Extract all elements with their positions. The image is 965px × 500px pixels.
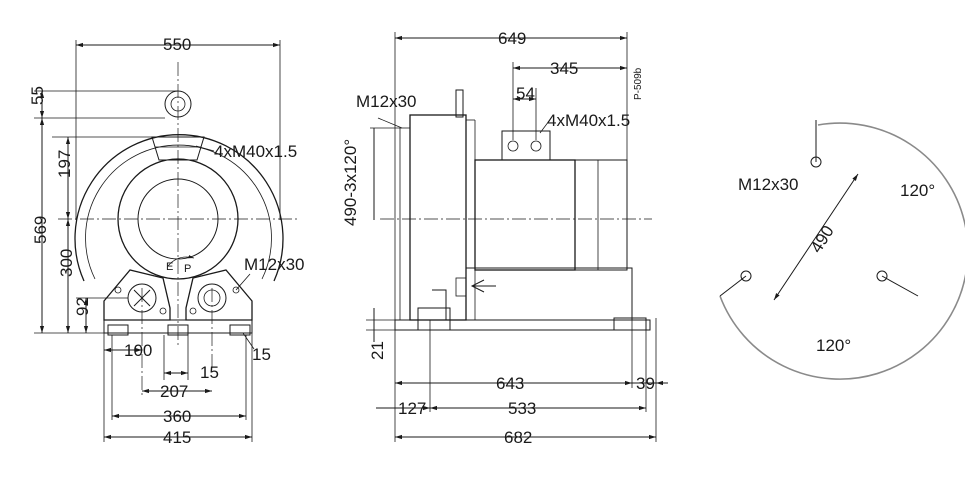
dim-682: 682	[504, 428, 532, 447]
dim-490-line	[773, 173, 859, 301]
flange-pitch-diameter: 490	[807, 222, 838, 256]
inlet-ring-inner	[137, 178, 219, 260]
dim-300: 300	[57, 249, 76, 277]
flange-angle-right: 120°	[900, 181, 935, 200]
lifting-eye-inner	[170, 96, 186, 112]
leader-bolt	[235, 273, 251, 291]
dim-39: 39	[636, 374, 655, 393]
dim-197: 197	[55, 150, 74, 178]
dim-127: 127	[398, 399, 426, 418]
front-view: E P 550 55 197 569 300 92 4xM40x1.5 M12x…	[28, 35, 304, 447]
motor-endcap	[574, 159, 628, 271]
drawing-code: P-509b	[633, 67, 644, 100]
dim-360: 360	[163, 407, 191, 426]
leader-side-bolt	[377, 117, 403, 129]
dim-100: 100	[124, 341, 152, 360]
dim-643: 643	[496, 374, 524, 393]
side-port-bracket	[432, 289, 447, 320]
front-bolt-thread: M12x30	[244, 255, 304, 274]
left-port-cross-2	[133, 289, 151, 307]
dim-207: 207	[160, 382, 188, 401]
marker-e: E	[166, 261, 173, 273]
base-plate	[103, 319, 253, 334]
side-base	[394, 319, 651, 331]
inlet-ring-outer	[117, 158, 239, 280]
marker-p: P	[184, 263, 191, 275]
dim-55: 55	[28, 86, 47, 105]
dim-92: 92	[73, 297, 92, 316]
terminal-port-2	[530, 140, 542, 152]
dim-415: 415	[163, 428, 191, 447]
housing-inner-outline	[85, 144, 272, 280]
side-housing	[409, 114, 467, 321]
front-port-thread: 4xM40x1.5	[214, 142, 297, 161]
side-foot-right	[613, 317, 647, 331]
side-lower-frame	[465, 267, 633, 321]
flange-hole-top	[810, 156, 822, 168]
leader-side-port	[539, 120, 550, 134]
side-flow-port	[455, 277, 467, 297]
bolt-hole-center-right	[189, 307, 197, 315]
bolt-hole-left	[114, 286, 122, 294]
side-bolt-thread: M12x30	[356, 92, 416, 111]
dim-550: 550	[163, 35, 191, 54]
foot-center	[167, 324, 189, 336]
leader-port-thread	[195, 145, 215, 152]
dim-345: 345	[550, 59, 578, 78]
right-port-inner	[203, 289, 221, 307]
side-flow-arrow	[470, 279, 496, 293]
terminal-box	[501, 130, 551, 161]
side-view: 649 345 54 4xM40x1.5 P-509b M12x30 490-3…	[341, 29, 668, 447]
foot-right	[229, 324, 251, 336]
flange-hole-left	[740, 270, 752, 282]
side-foot-left	[417, 307, 451, 331]
right-port-outer	[197, 283, 227, 313]
dim-649: 649	[498, 29, 526, 48]
foot-left	[107, 324, 129, 336]
flange-radial-right	[881, 275, 919, 297]
dim-54: 54	[516, 84, 535, 103]
flange-pitch-arc	[719, 122, 965, 380]
dim-21: 21	[368, 341, 387, 360]
terminal-port-1	[507, 140, 519, 152]
side-port-thread: 4xM40x1.5	[547, 111, 630, 130]
side-lifting-lug	[455, 89, 464, 118]
flow-arrow-arc	[167, 255, 195, 267]
flange-bolt-thread: M12x30	[738, 175, 798, 194]
bolt-hole-center-left	[159, 307, 167, 315]
flange-view: 490 M12x30 120° 120°	[719, 120, 965, 380]
top-port	[151, 136, 205, 161]
housing-outer-outline	[74, 134, 284, 282]
flange-hole-right	[876, 270, 888, 282]
flange-angle-bottom: 120°	[816, 336, 851, 355]
motor-body	[474, 159, 576, 271]
side-flange-pattern: 490-3x120°	[341, 139, 360, 226]
dim-569: 569	[31, 216, 50, 244]
dim-15-right: 15	[252, 345, 271, 364]
dim-15: 15	[200, 363, 219, 382]
bolt-hole-right	[232, 286, 240, 294]
leader-15-right	[242, 332, 255, 350]
dim-533: 533	[508, 399, 536, 418]
